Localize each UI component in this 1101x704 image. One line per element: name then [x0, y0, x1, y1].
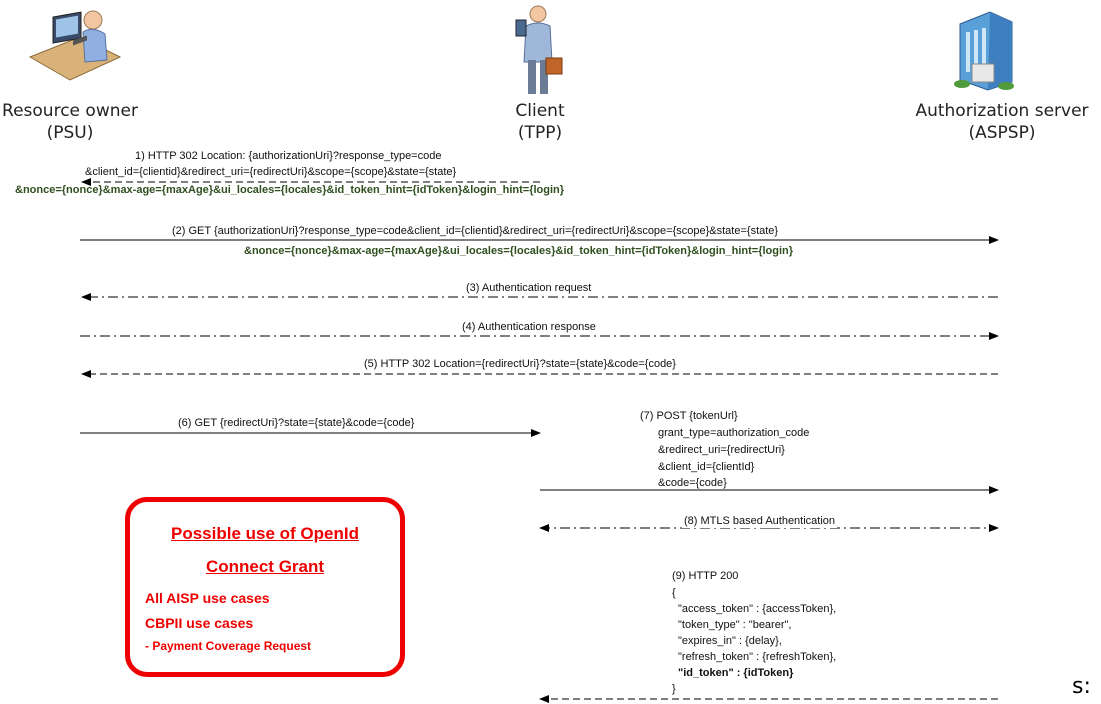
- msg-1-line1: 1) HTTP 302 Location: {authorizationUri}…: [135, 150, 442, 162]
- actor-aspsp: Authorization server (ASPSP): [912, 100, 1092, 144]
- actor-tpp-sub: (TPP): [517, 123, 563, 143]
- businessman-with-phone-icon: [515, 5, 563, 94]
- msg-9-line4: "token_type" : "bearer",: [678, 619, 792, 631]
- user-at-computer-icon: [28, 10, 122, 81]
- actor-psu: Resource owner (PSU): [0, 100, 140, 144]
- msg-4: (4) Authentication response: [462, 321, 596, 333]
- msg-2-line1: (2) GET {authorizationUri}?response_type…: [172, 225, 779, 237]
- msg-8: (8) MTLS based Authentication: [682, 515, 838, 528]
- msg-2-line2: &nonce={nonce}&max-age={maxAge}&ui_local…: [244, 245, 794, 257]
- grant-title-line2: Connect Grant: [205, 557, 325, 576]
- msg-9-line8: }: [672, 683, 676, 695]
- msg-9-line3: "access_token" : {accessToken},: [678, 603, 837, 615]
- grant-title-line1: Possible use of OpenId: [171, 524, 359, 543]
- msg-9-line6: "refresh_token" : {refreshToken},: [678, 651, 837, 663]
- msg-7-line5: &code={code}: [658, 477, 727, 489]
- actor-psu-sub: (PSU): [46, 123, 94, 143]
- msg-7-line3: &redirect_uri={redirectUri}: [658, 444, 785, 456]
- msg-7-line4: &client_id={clientId}: [658, 461, 755, 473]
- openid-grant-note: Possible use of OpenId Connect Grant All…: [125, 497, 405, 677]
- msg-5: (5) HTTP 302 Location={redirectUri}?stat…: [364, 358, 676, 370]
- stray-text: s:: [1072, 674, 1091, 699]
- msg-9-line2: {: [672, 587, 676, 599]
- actor-aspsp-name: Authorization server: [915, 101, 1089, 121]
- msg-1-line2: &client_id={clientid}&redirect_uri={redi…: [85, 166, 457, 178]
- msg-9-line1: (9) HTTP 200: [672, 570, 739, 582]
- grant-item-cbpii: CBPII use cases: [145, 615, 254, 631]
- msg-3: (3) Authentication request: [466, 282, 592, 294]
- msg-6: (6) GET {redirectUri}?state={state}&code…: [178, 417, 415, 429]
- building-icon: [954, 11, 1014, 91]
- actor-tpp-name: Client: [515, 101, 565, 121]
- msg-9-line5: "expires_in" : {delay},: [678, 635, 782, 647]
- msg-7-line2: grant_type=authorization_code: [658, 427, 810, 439]
- grant-item-payment-coverage: - Payment Coverage Request: [145, 639, 312, 653]
- actor-psu-name: Resource owner: [2, 101, 138, 121]
- msg-1-line3: &nonce={nonce}&max-age={maxAge}&ui_local…: [15, 184, 565, 196]
- msg-9-line7: "id_token" : {idToken}: [678, 667, 794, 679]
- grant-item-aisp: All AISP use cases: [145, 590, 270, 606]
- actor-aspsp-sub: (ASPSP): [968, 123, 1036, 143]
- msg-7-line1: (7) POST {tokenUrl}: [640, 410, 738, 422]
- actor-tpp: Client (TPP): [500, 100, 580, 144]
